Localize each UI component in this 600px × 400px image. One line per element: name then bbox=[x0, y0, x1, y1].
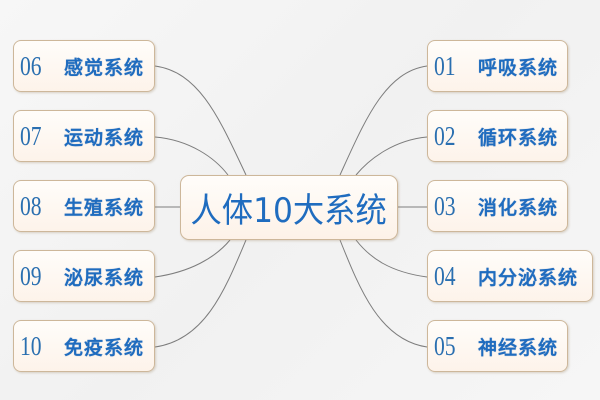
node-05-nervous-system[interactable]: 05 神经系统 bbox=[427, 320, 568, 372]
node-number: 01 bbox=[434, 50, 456, 81]
node-label: 呼吸系统 bbox=[478, 56, 559, 79]
node-number: 04 bbox=[434, 260, 456, 291]
connector-02 bbox=[355, 136, 428, 176]
connector-10 bbox=[154, 239, 247, 348]
node-number: 10 bbox=[20, 330, 42, 361]
node-10-immune-system[interactable]: 10 免疫系统 bbox=[13, 320, 155, 372]
node-01-respiratory-system[interactable]: 01 呼吸系统 bbox=[427, 40, 568, 92]
node-number: 09 bbox=[20, 260, 42, 291]
node-number: 03 bbox=[434, 190, 456, 221]
node-number: 08 bbox=[20, 190, 42, 221]
connector-07 bbox=[154, 136, 229, 176]
node-02-circulatory-system[interactable]: 02 循环系统 bbox=[427, 110, 568, 162]
node-label: 消化系统 bbox=[478, 196, 559, 219]
node-label: 免疫系统 bbox=[64, 336, 145, 359]
node-08-reproductive-system[interactable]: 08 生殖系统 bbox=[13, 180, 155, 232]
node-label: 生殖系统 bbox=[64, 196, 145, 219]
node-label: 泌尿系统 bbox=[64, 266, 145, 289]
connector-01 bbox=[339, 65, 428, 176]
node-label: 内分泌系统 bbox=[478, 266, 579, 289]
node-label: 感觉系统 bbox=[64, 56, 145, 79]
node-number: 07 bbox=[20, 120, 42, 151]
connector-06 bbox=[154, 65, 247, 176]
node-03-digestive-system[interactable]: 03 消化系统 bbox=[427, 180, 568, 232]
node-label: 神经系统 bbox=[478, 336, 559, 359]
node-number: 06 bbox=[20, 50, 42, 81]
node-number: 05 bbox=[434, 330, 456, 361]
node-04-endocrine-system[interactable]: 04 内分泌系统 bbox=[427, 250, 593, 302]
node-label: 循环系统 bbox=[478, 126, 559, 149]
central-topic-node[interactable]: 人体10大系统 bbox=[180, 175, 398, 240]
node-06-sensory-system[interactable]: 06 感觉系统 bbox=[13, 40, 155, 92]
connector-05 bbox=[339, 239, 428, 348]
node-07-motor-system[interactable]: 07 运动系统 bbox=[13, 110, 155, 162]
node-09-urinary-system[interactable]: 09 泌尿系统 bbox=[13, 250, 155, 302]
node-number: 02 bbox=[434, 120, 456, 151]
connector-04 bbox=[355, 239, 428, 278]
central-topic-title: 人体10大系统 bbox=[190, 191, 388, 231]
connector-09 bbox=[154, 239, 231, 278]
node-label: 运动系统 bbox=[64, 126, 145, 149]
